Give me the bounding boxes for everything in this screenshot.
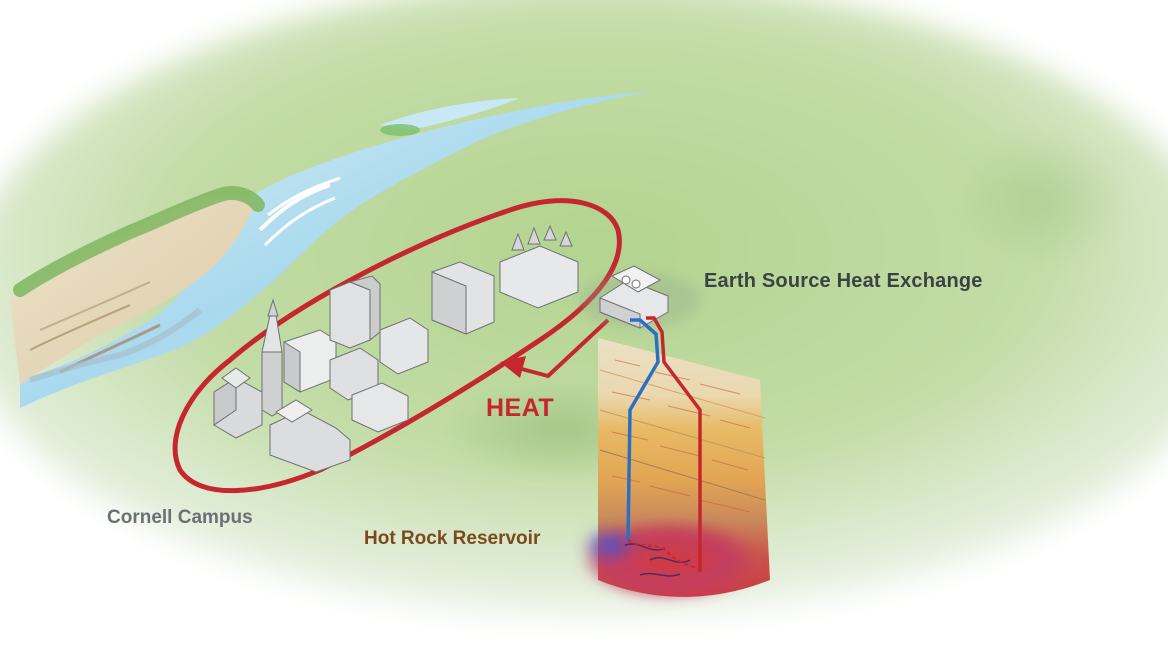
heat-label: HEAT	[486, 394, 554, 423]
campus-label: Cornell Campus	[107, 507, 253, 529]
heat-exchange-label: Earth Source Heat Exchange	[704, 270, 983, 293]
reservoir-label: Hot Rock Reservoir	[364, 528, 540, 550]
